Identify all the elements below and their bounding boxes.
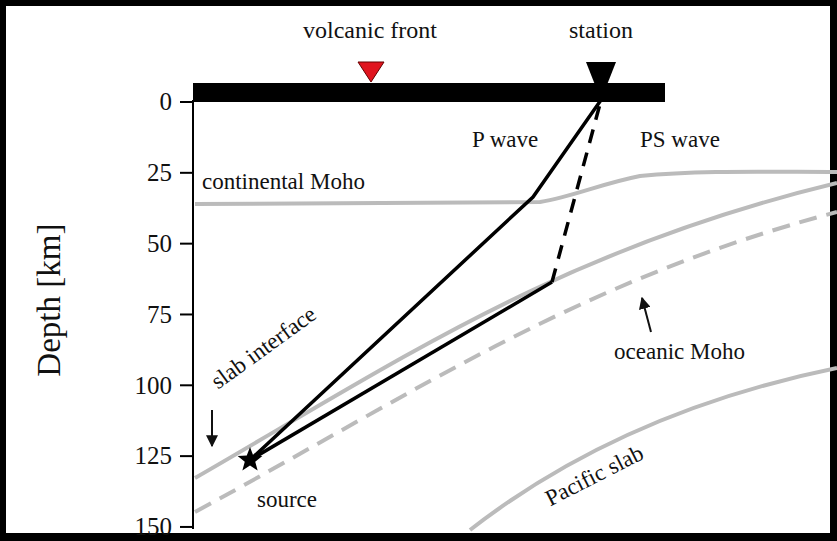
source-label: source (255, 487, 319, 512)
axis-title: Depth [km] (32, 221, 68, 378)
tick-label: 50 (145, 230, 174, 258)
pacific-slab-line (470, 368, 837, 530)
ps-wave-ray-s-leg (552, 104, 600, 282)
tick-label: 0 (158, 88, 175, 116)
layer-label: oceanic Moho (612, 339, 747, 364)
leader-arrow (642, 298, 651, 332)
p-wave-ray (250, 100, 601, 460)
source-star (238, 447, 263, 471)
axis-tick (180, 101, 193, 103)
tick-label: 125 (133, 442, 175, 470)
axis-tick (180, 243, 193, 245)
symbol-label: volcanic front (301, 17, 439, 43)
tick-label: 25 (145, 159, 174, 187)
leader-arrow (211, 410, 213, 446)
tick-label: 75 (145, 301, 174, 329)
layer-label: continental Moho (200, 169, 367, 194)
axis-tick (180, 172, 193, 174)
axis-ticks (180, 102, 193, 527)
ray-label: P wave (470, 127, 540, 152)
surface-bar (193, 83, 665, 102)
slab-interface-line (195, 183, 837, 478)
tick-label: 150 (133, 513, 175, 541)
ray-label: PS wave (638, 127, 722, 152)
axis-tick (180, 526, 193, 528)
tick-label: 100 (133, 372, 175, 400)
symbol-label: station (567, 17, 635, 43)
volcanic-front-symbol (358, 62, 384, 82)
background-panel (6, 6, 830, 533)
oceanic-moho-line (195, 212, 837, 512)
axis-tick (180, 313, 193, 315)
axis-tick (180, 384, 193, 386)
axis-tick (180, 455, 193, 457)
station-symbol (586, 62, 616, 100)
